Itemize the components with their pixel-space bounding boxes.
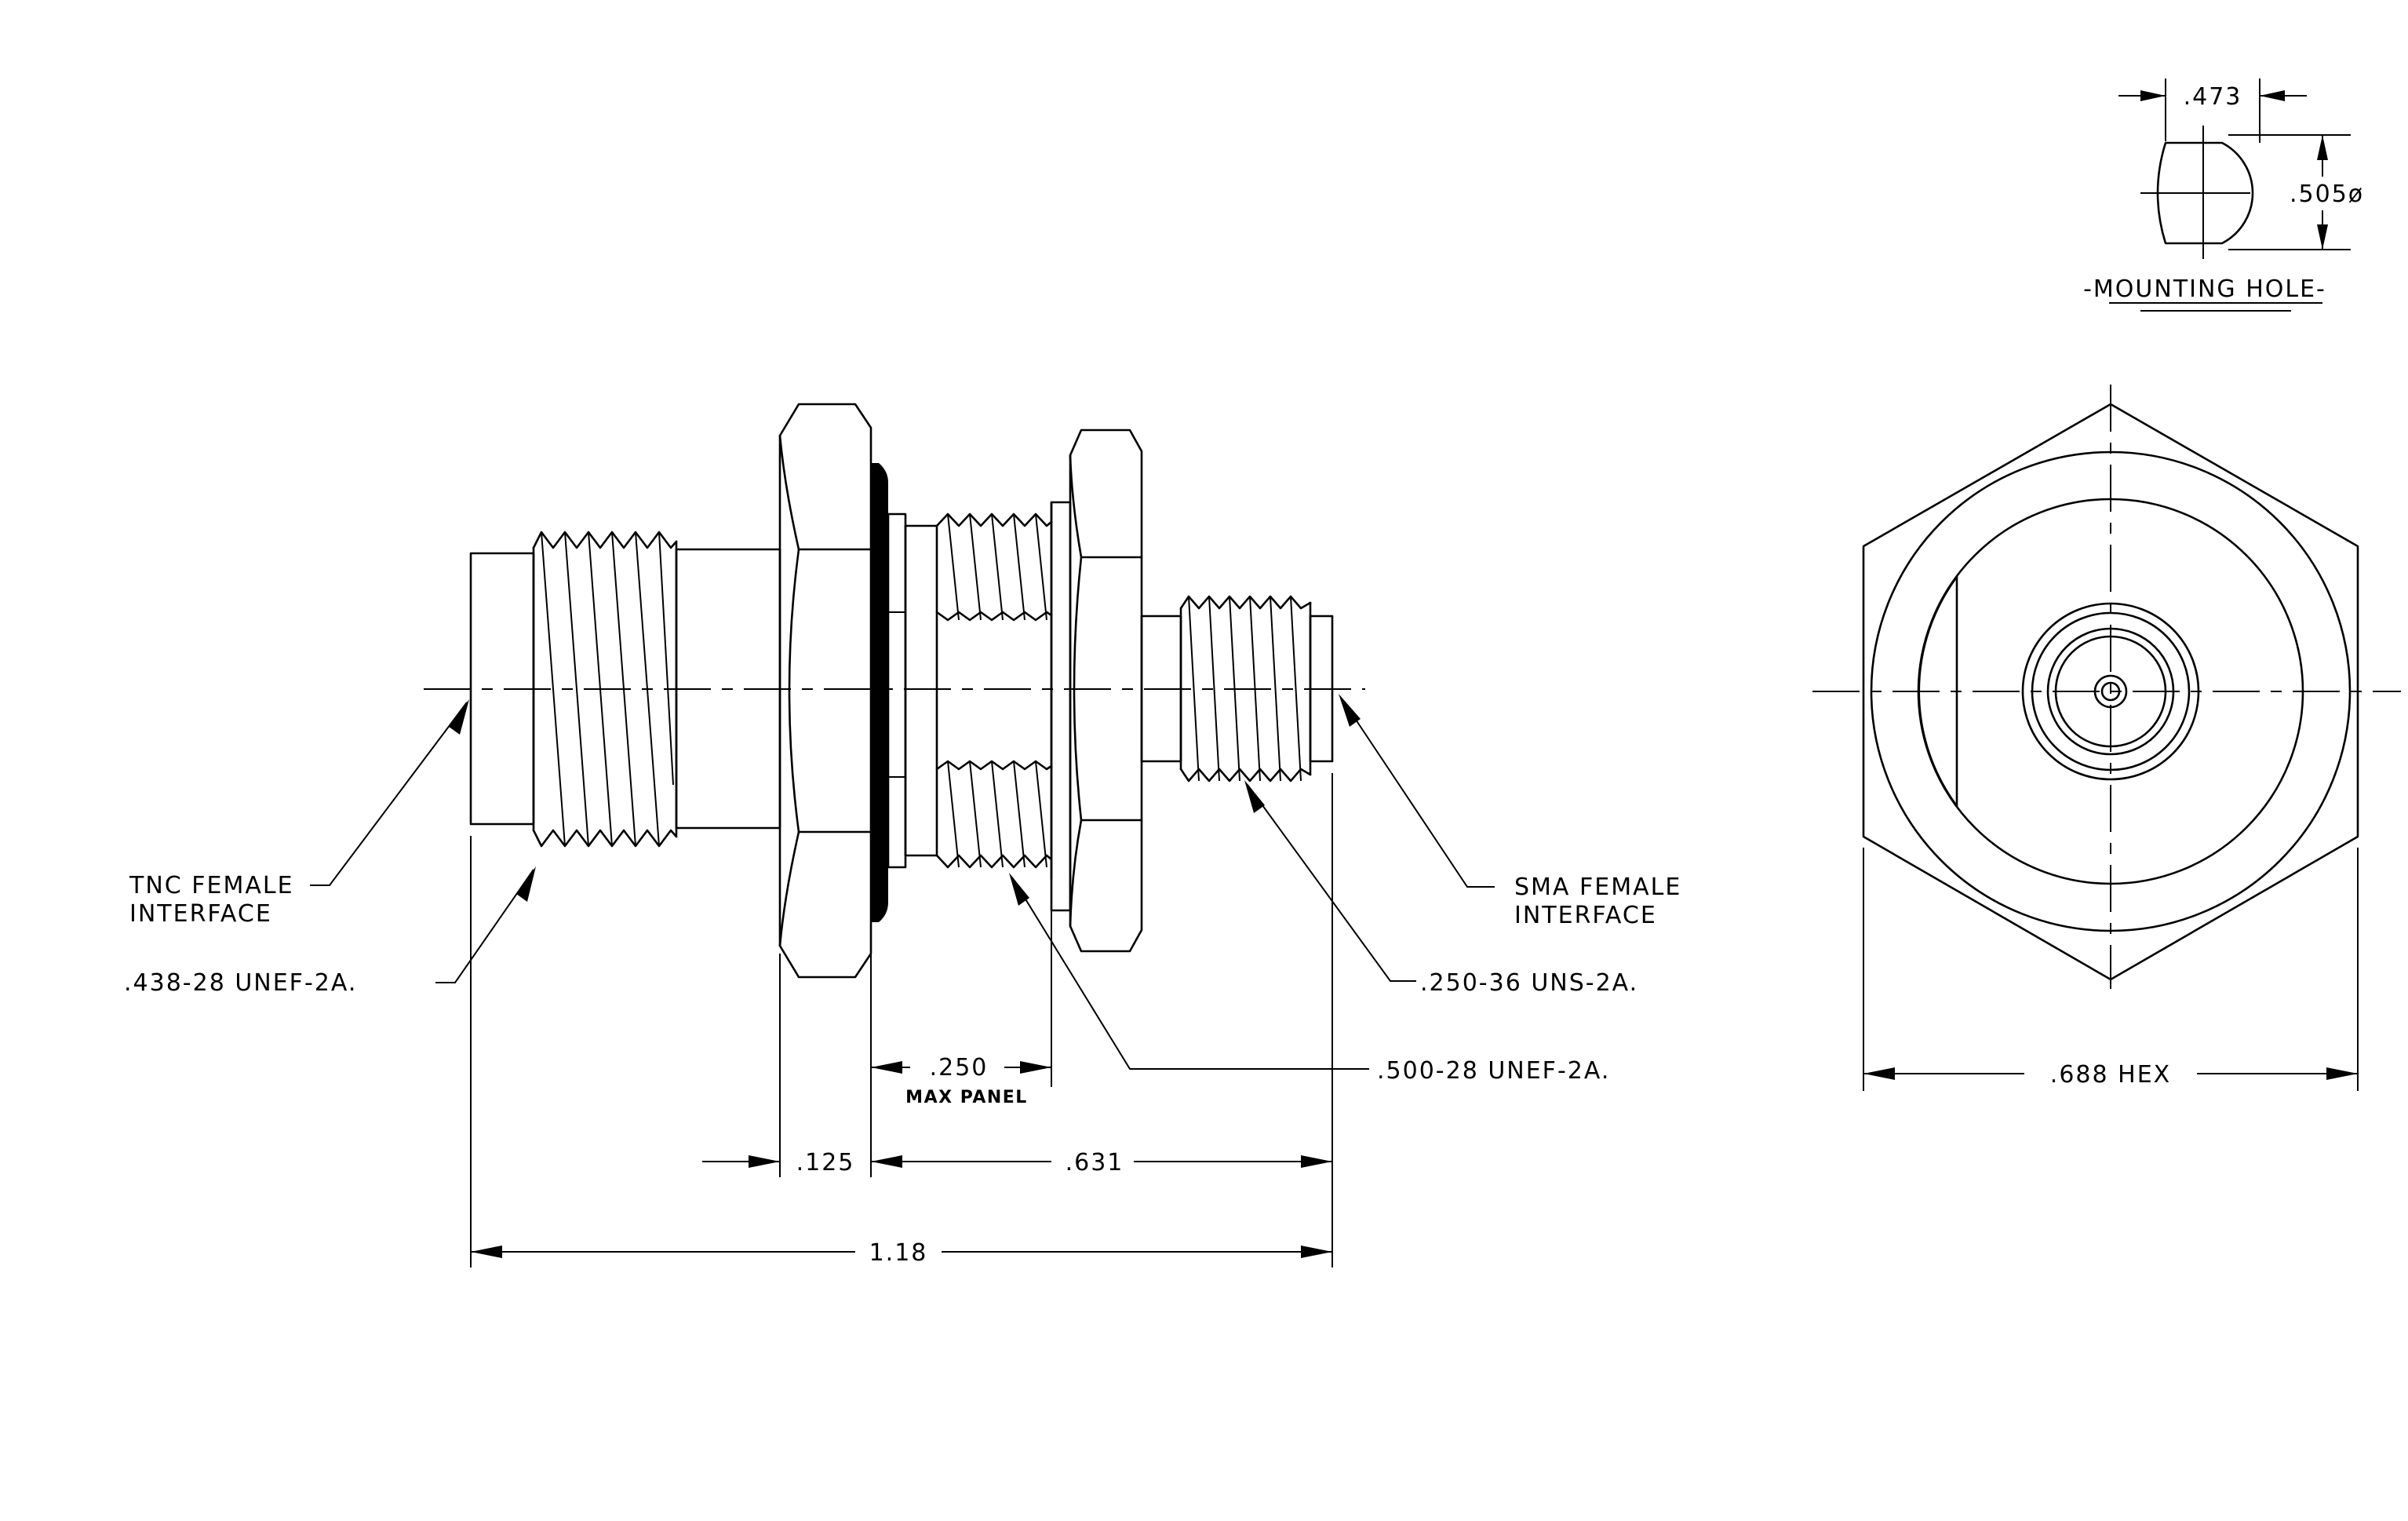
- flange-thickness-value: .125: [796, 1149, 855, 1176]
- leader-tnc-interface: [310, 699, 469, 886]
- panel-body: [904, 524, 938, 857]
- dim-rear-length: .631: [871, 1149, 1332, 1176]
- lock-washer: [1050, 501, 1072, 912]
- sma-thread-label: .250-36 UNS-2A.: [1420, 969, 1638, 997]
- max-panel-note: MAX PANEL: [905, 1088, 1028, 1107]
- leader-tnc-thread: [435, 866, 536, 983]
- flange-step: [887, 512, 907, 869]
- tnc-interface-label-2: INTERFACE: [129, 900, 272, 928]
- tnc-interface-label-1: TNC FEMALE: [129, 872, 294, 899]
- bulkhead-thread-lower: [935, 760, 1053, 869]
- dim-hole-flat: .473: [2118, 78, 2307, 143]
- mounting-hole: .473 .505ø -MOUNTING HOLE-: [2083, 78, 2364, 312]
- mounting-hole-title: -MOUNTING HOLE-: [2083, 275, 2326, 303]
- dim-max-panel: .250 MAX PANEL: [871, 1054, 1051, 1107]
- mounting-hole-shape: [2156, 141, 2254, 245]
- extension-lines: [470, 773, 1333, 1268]
- side-view: .250 MAX PANEL .125 .631 1.18: [124, 403, 1681, 1268]
- rear-length-value: .631: [1066, 1149, 1124, 1176]
- leader-sma-interface: [1339, 694, 1495, 888]
- hole-diameter-value: .505ø: [2290, 181, 2364, 208]
- dim-flange-thickness: .125: [702, 1149, 855, 1176]
- dim-overall-length: 1.18: [471, 1239, 1332, 1267]
- front-view: .688 HEX: [1812, 385, 2401, 1091]
- bulkhead-thread-upper: [935, 512, 1053, 622]
- max-panel-value: .250: [930, 1054, 989, 1081]
- hole-flat-value: .473: [2184, 83, 2242, 111]
- leader-bulkhead-thread: [1009, 873, 1369, 1070]
- flange-hex: [778, 403, 872, 979]
- overall-length-value: 1.18: [869, 1239, 928, 1267]
- dim-hole-diameter: .505ø: [2228, 134, 2364, 250]
- bulkhead-thread-label: .500-28 UNEF-2A.: [1377, 1057, 1610, 1085]
- sma-interface-label-1: SMA FEMALE: [1514, 874, 1681, 901]
- leader-sma-thread: [1244, 780, 1416, 982]
- dim-hex: .688 HEX: [1863, 848, 2359, 1091]
- hex-size-value: .688 HEX: [2050, 1061, 2171, 1089]
- sma-interface-label-2: INTERFACE: [1514, 902, 1657, 929]
- gasket: [871, 463, 888, 922]
- tnc-thread-label: .438-28 UNEF-2A.: [124, 969, 357, 997]
- rear-hex-nut: [1069, 429, 1143, 953]
